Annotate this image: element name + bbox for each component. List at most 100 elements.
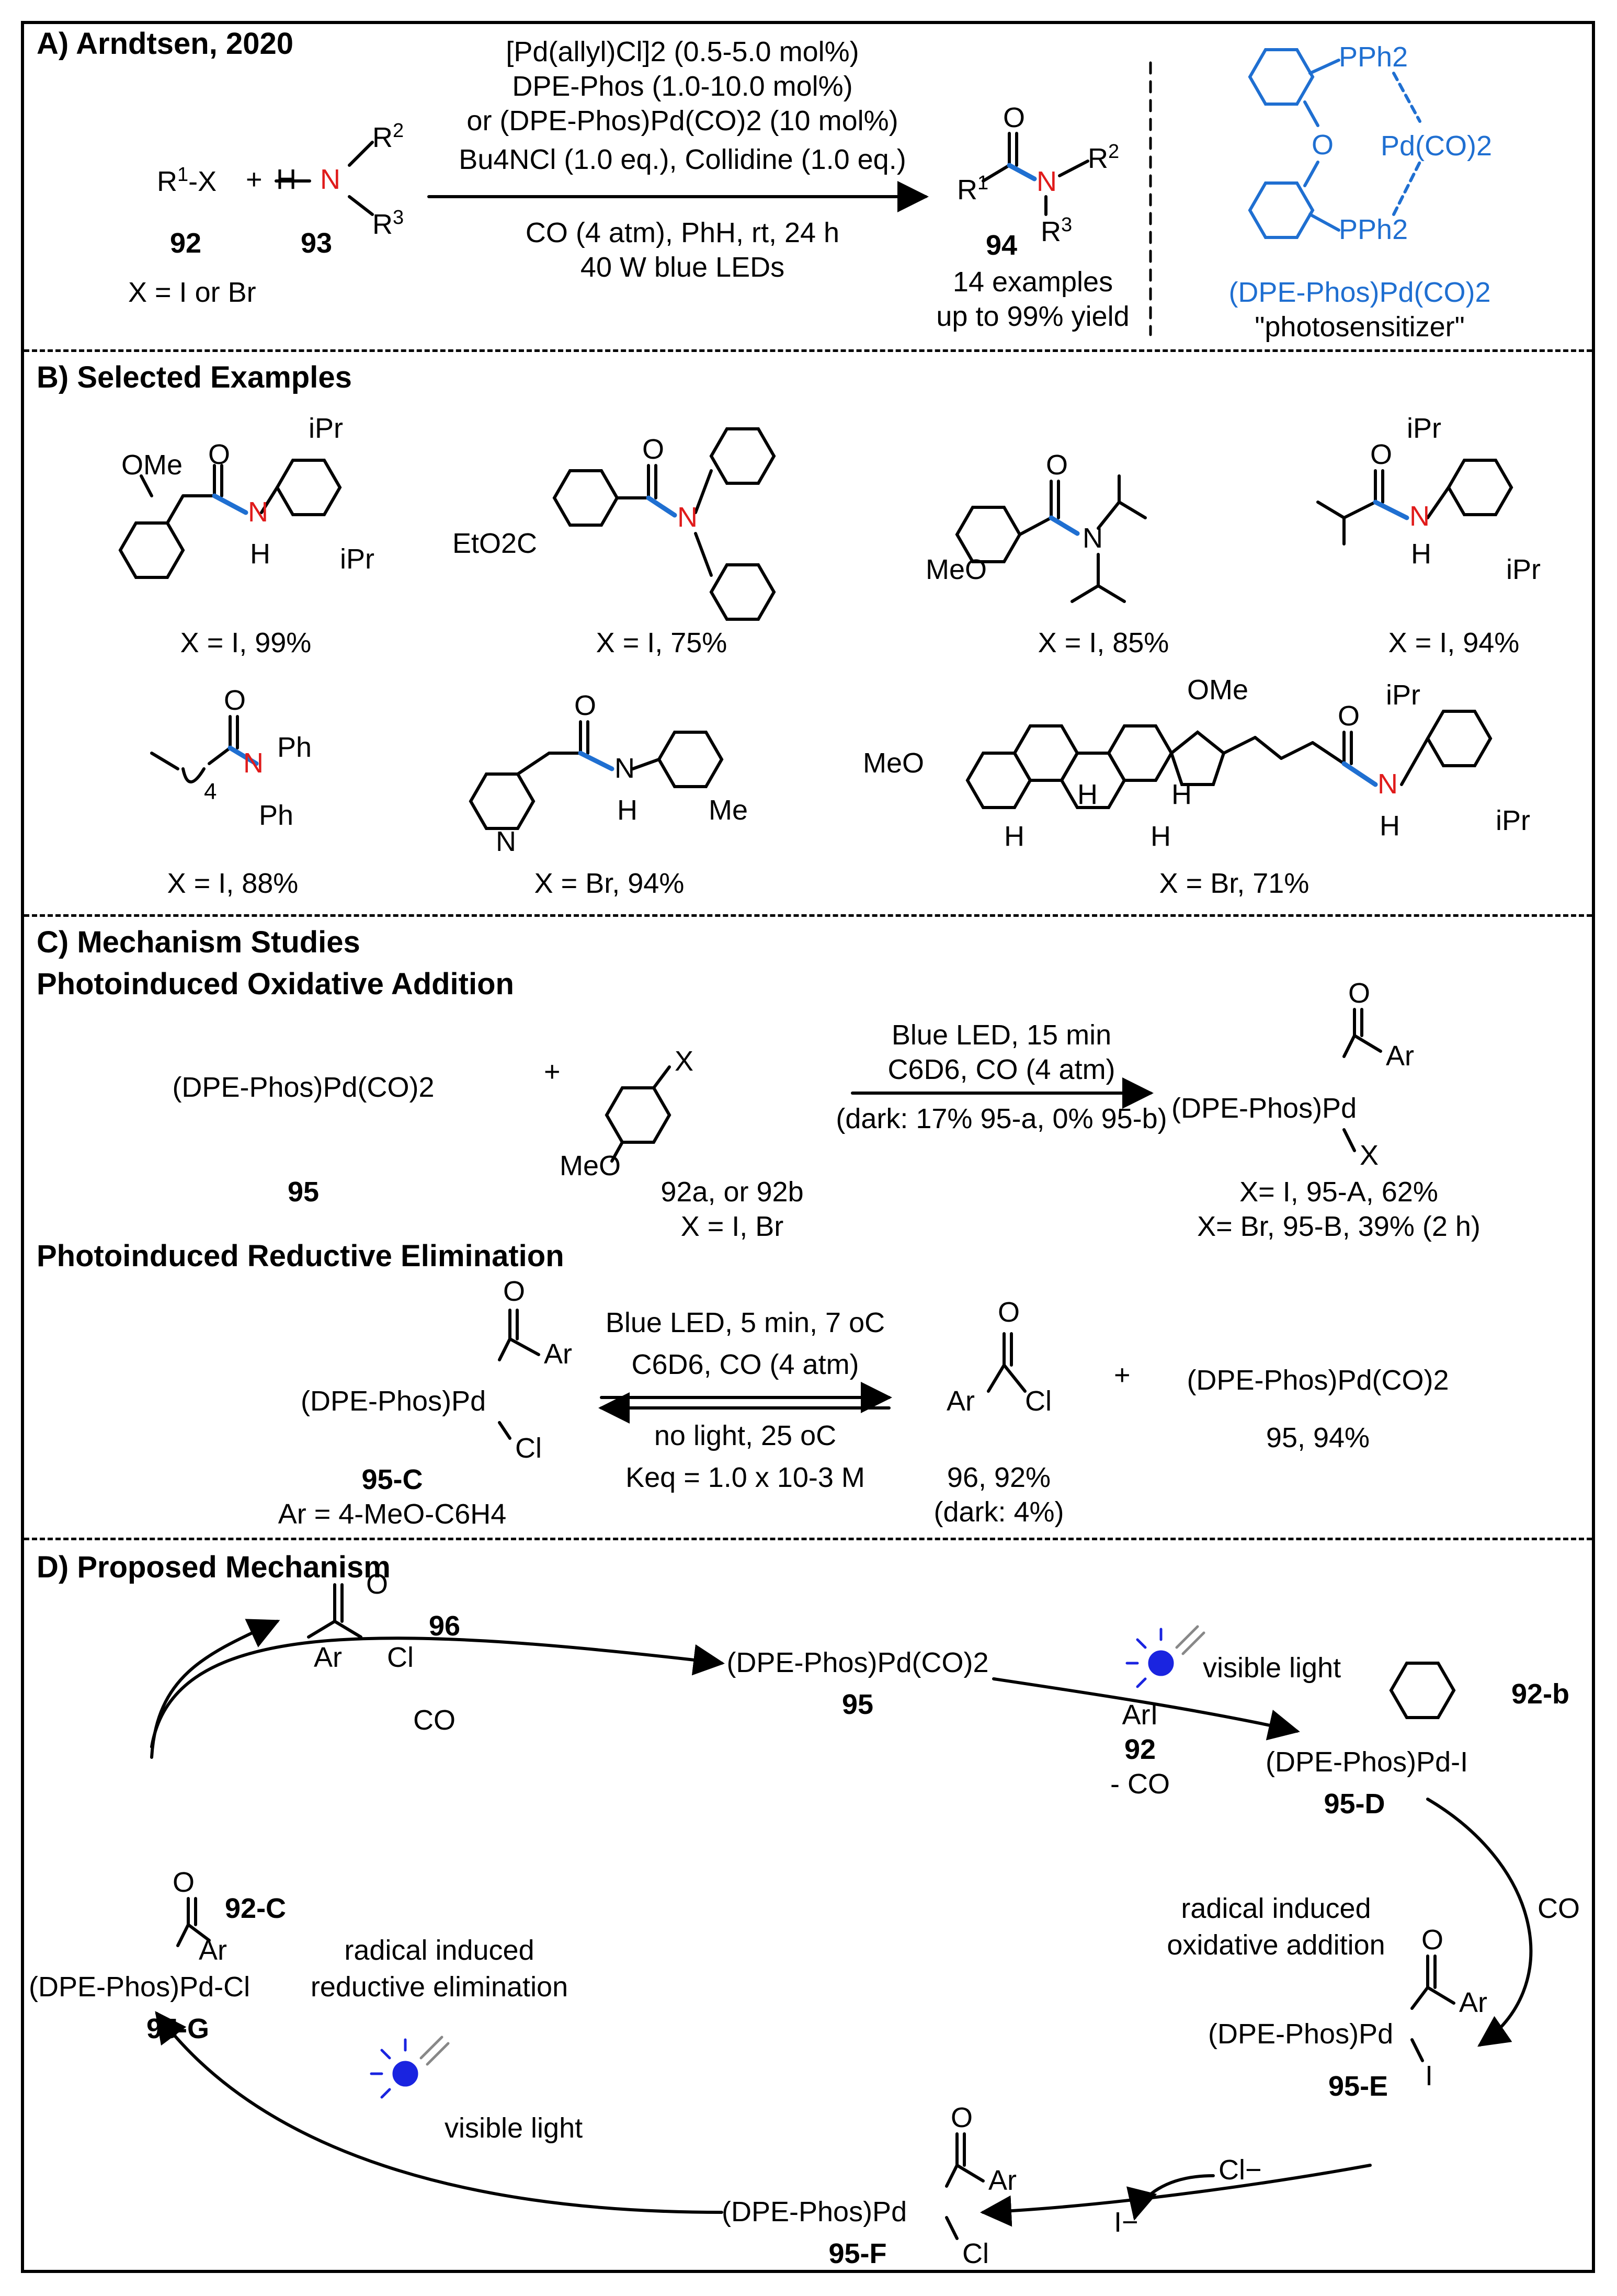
d-95e-i: I bbox=[1425, 2060, 1433, 2092]
ex7-nh: H bbox=[1380, 810, 1400, 842]
ether-oxygen: O bbox=[1312, 129, 1334, 161]
ex5-ph-top: Ph bbox=[277, 732, 312, 763]
ex2-nitrogen: N bbox=[677, 502, 698, 533]
product-94-r2: R2 bbox=[1088, 141, 1120, 174]
oa-product-o: O bbox=[1348, 977, 1371, 1009]
condition-5: CO (4 atm), PhH, rt, 24 h bbox=[525, 217, 840, 248]
oa-yield-2: X= Br, 95-B, 39% (2 h) bbox=[1197, 1211, 1481, 1242]
oa-product-pd: (DPE-Phos)Pd bbox=[1171, 1093, 1357, 1124]
d-95f-pd: (DPE-Phos)Pd bbox=[722, 2196, 907, 2227]
section-c1-title: Photoinduced Oxidative Addition bbox=[37, 967, 514, 1001]
ex7-oxygen: O bbox=[1338, 700, 1360, 732]
re-catalyst: (DPE-Phos)Pd(CO)2 bbox=[1187, 1365, 1449, 1396]
d-95f-ar: Ar bbox=[988, 2165, 1017, 2196]
amine-r2: R2 bbox=[372, 120, 404, 153]
ex5-nitrogen: N bbox=[243, 747, 264, 779]
ex4-label: X = I, 94% bbox=[1388, 627, 1520, 658]
d-compound-92b: 92-b bbox=[1511, 1678, 1570, 1710]
oa-product-ar: Ar bbox=[1386, 1040, 1414, 1072]
section-b-title: B) Selected Examples bbox=[37, 360, 352, 394]
led-icon-top bbox=[1125, 1625, 1205, 1688]
ex7-ipr-top: iPr bbox=[1386, 679, 1420, 711]
ex7-h4: H bbox=[1151, 821, 1171, 852]
d-95f-o: O bbox=[951, 2102, 973, 2133]
re-catalyst-yield: 95, 94% bbox=[1266, 1422, 1370, 1453]
ex4-nitrogen: N bbox=[1409, 501, 1430, 532]
acid-chloride-yield: 96, 92% bbox=[947, 1462, 1051, 1493]
d-co-right: CO bbox=[1538, 1893, 1580, 1924]
plus-a: + bbox=[246, 164, 263, 195]
oa-condition-3: (dark: 17% 95-a, 0% 95-b) bbox=[836, 1103, 1167, 1134]
example-3-structure bbox=[955, 474, 1147, 603]
ex3-meo: MeO bbox=[926, 554, 987, 585]
ex7-h2: H bbox=[1171, 779, 1192, 810]
section-c-title: C) Mechanism Studies bbox=[37, 925, 360, 959]
acid-chloride-ar: Ar bbox=[947, 1385, 975, 1417]
d-chloride-ion: Cl− bbox=[1219, 2154, 1262, 2186]
ex5-ph-bottom: Ph bbox=[259, 800, 294, 831]
re-condition-2: C6D6, CO (4 atm) bbox=[631, 1349, 859, 1380]
compound-92-label: 92 bbox=[170, 228, 202, 259]
ex1-ome: OMe bbox=[121, 449, 183, 481]
d-96-o: O bbox=[366, 1568, 389, 1600]
condition-3: or (DPE-Phos)Pd(CO)2 (10 mol%) bbox=[466, 105, 898, 137]
re-ar-definition: Ar = 4-MeO-C6H4 bbox=[278, 1498, 507, 1530]
d-compound-95f: 95-F bbox=[828, 2238, 887, 2269]
ex3-label: X = I, 85% bbox=[1038, 627, 1169, 658]
d-visible-light-2: visible light bbox=[445, 2112, 583, 2144]
section-d-cycle bbox=[150, 1583, 1533, 2240]
d-95e-o: O bbox=[1421, 1924, 1444, 1956]
pph2-bottom: PPh2 bbox=[1339, 214, 1408, 245]
ex7-label: X = Br, 71% bbox=[1159, 868, 1309, 899]
c-substrate-label: 92a, or 92b bbox=[661, 1176, 804, 1208]
ex4-oxygen: O bbox=[1370, 439, 1393, 470]
ex5-oxygen: O bbox=[224, 685, 246, 716]
ex1-label: X = I, 99% bbox=[180, 627, 312, 658]
re-condition-1: Blue LED, 5 min, 7 oC bbox=[605, 1307, 885, 1338]
c-substrate-x: X bbox=[675, 1045, 694, 1077]
c-substrate-meo: MeO bbox=[560, 1150, 621, 1181]
d-radical-re-1: radical induced bbox=[344, 1935, 534, 1966]
c-plus-1: + bbox=[544, 1056, 561, 1087]
ex4-ipr-bottom: iPr bbox=[1506, 554, 1541, 585]
re-condition-4: Keq = 1.0 x 10-3 M bbox=[625, 1462, 865, 1493]
ex6-pyridine-n: N bbox=[496, 826, 516, 857]
section-d-title: D) Proposed Mechanism bbox=[37, 1550, 391, 1584]
examples-count: 14 examples bbox=[952, 266, 1113, 298]
product-94-r3: R3 bbox=[1041, 214, 1073, 247]
oa-product-x: X bbox=[1360, 1140, 1379, 1171]
led-icon-bottom bbox=[370, 2036, 450, 2099]
condition-6: 40 W blue LEDs bbox=[580, 252, 785, 283]
amine-h: H bbox=[276, 164, 297, 195]
separator-b-c bbox=[24, 914, 1592, 917]
d-radical-re-2: reductive elimination bbox=[310, 1971, 568, 2003]
catalyst-role: "photosensitizer" bbox=[1255, 311, 1465, 343]
example-7-structure bbox=[965, 710, 1493, 809]
compound-93-label: 93 bbox=[301, 228, 333, 259]
c-substrate-x-def: X = I, Br bbox=[680, 1211, 784, 1242]
section-a-title: A) Arndtsen, 2020 bbox=[37, 27, 293, 61]
oa-condition-1: Blue LED, 15 min bbox=[891, 1019, 1112, 1051]
amine-n: N bbox=[320, 164, 340, 195]
d-radical-oa-1: radical induced bbox=[1181, 1893, 1371, 1924]
ex7-ome: OMe bbox=[1187, 674, 1249, 706]
ex1-ipr-bottom: iPr bbox=[340, 543, 374, 575]
bond-n-r2 bbox=[348, 141, 374, 167]
d-compound-96: 96 bbox=[429, 1610, 461, 1642]
example-2-structure bbox=[552, 427, 776, 621]
oa-condition-2: C6D6, CO (4 atm) bbox=[887, 1054, 1115, 1085]
d-96-cl: Cl bbox=[387, 1642, 414, 1673]
pph2-top: PPh2 bbox=[1339, 41, 1408, 73]
re-compound-95c: 95-C bbox=[361, 1464, 423, 1495]
re-sm-cl: Cl bbox=[515, 1433, 542, 1464]
product-94-n: N bbox=[1037, 166, 1057, 197]
example-4-structure bbox=[1316, 459, 1513, 545]
amide-product-94 bbox=[982, 132, 1089, 216]
d-95e-pd: (DPE-Phos)Pd bbox=[1208, 2018, 1394, 2050]
ex6-label: X = Br, 94% bbox=[534, 868, 685, 899]
ex7-nitrogen: N bbox=[1377, 768, 1398, 800]
re-sm-pd: (DPE-Phos)Pd bbox=[301, 1385, 486, 1417]
section-c-oa-drawing bbox=[605, 1008, 1382, 1163]
c-catalyst: (DPE-Phos)Pd(CO)2 bbox=[172, 1072, 435, 1103]
section-c2-title: Photoinduced Reductive Elimination bbox=[37, 1239, 564, 1273]
